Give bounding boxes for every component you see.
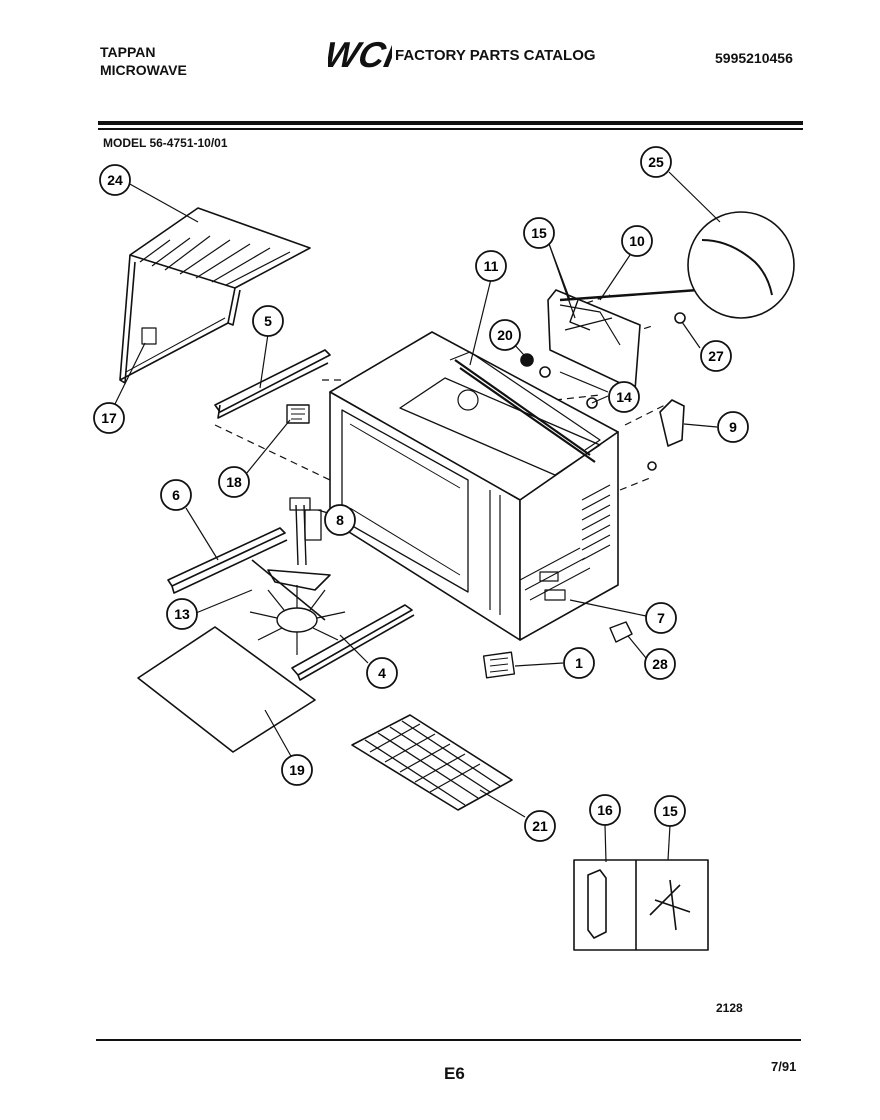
- revision-date: 7/91: [771, 1059, 797, 1074]
- callout-9: 9: [717, 411, 749, 443]
- callout-19: 19: [281, 754, 313, 786]
- stirrer-assembly-part: [251, 497, 331, 621]
- callout-25: 25: [640, 146, 672, 178]
- callout-label: 16: [597, 802, 613, 818]
- footer-rule: [96, 1039, 801, 1041]
- callout-label: 10: [629, 233, 645, 249]
- callout-1: 1: [563, 647, 595, 679]
- header-rule-thick: [98, 121, 803, 125]
- callout-label: 8: [336, 512, 344, 528]
- model-number: MODEL 56-4751-10/01: [103, 136, 228, 150]
- callout-6: 6: [160, 479, 192, 511]
- connector-part: [482, 651, 516, 679]
- clip-detail: [291, 408, 305, 420]
- left-rail-part: [167, 527, 286, 587]
- callout-label: 19: [289, 762, 305, 778]
- callout-10: 10: [621, 225, 653, 257]
- catalog-title: FACTORY PARTS CATALOG: [395, 47, 596, 64]
- wci-logo: WCI: [321, 34, 400, 77]
- logo-letters: WCI: [328, 36, 392, 72]
- clip-part: [286, 404, 310, 424]
- callout-label: 4: [378, 665, 386, 681]
- connector-detail: [489, 657, 509, 673]
- screw-14b-part: [586, 397, 598, 409]
- stirrer-blade-part: [249, 585, 346, 655]
- callout-label: 14: [616, 389, 632, 405]
- header-rule-thin: [98, 128, 803, 130]
- callout-label: 18: [226, 474, 242, 490]
- fastener-part: [609, 621, 633, 643]
- callout-label: 25: [648, 154, 664, 170]
- screw-9-part: [647, 461, 657, 471]
- callout-label: 6: [172, 487, 180, 503]
- callout-20: 20: [489, 319, 521, 351]
- callout-label: 11: [484, 258, 499, 274]
- catalog-number: 5995210456: [715, 50, 793, 66]
- callout-label: 17: [101, 410, 117, 426]
- bracket-part: [659, 399, 685, 447]
- callout-label: 1: [575, 655, 583, 671]
- panel-wire: [559, 288, 699, 302]
- diagram-code: 2128: [716, 1001, 743, 1015]
- callout-17: 17: [93, 402, 125, 434]
- callout-label: 24: [107, 172, 123, 188]
- detail-circle-wire: [701, 239, 773, 296]
- callout-18: 18: [218, 466, 250, 498]
- left-rail-edge: [171, 539, 288, 594]
- leader-lines: [113, 171, 721, 863]
- callout-11: 11: [475, 250, 507, 282]
- product-type: MICROWAVE: [100, 62, 187, 78]
- callout-21: 21: [524, 810, 556, 842]
- callout-14: 14: [608, 381, 640, 413]
- callout-label: 7: [657, 610, 665, 626]
- screw-14a-part: [539, 366, 551, 378]
- detail-circle-part: [687, 211, 795, 319]
- callout-label: 28: [652, 656, 668, 672]
- brand-block: TAPPAN MICROWAVE: [100, 43, 187, 79]
- callout-8: 8: [324, 504, 356, 536]
- callout-7: 7: [645, 602, 677, 634]
- oven-cavity-part: [329, 331, 619, 641]
- floor-plate-part: [137, 626, 316, 753]
- callout-27: 27: [700, 340, 732, 372]
- callout-label: 27: [708, 348, 724, 364]
- callout-4: 4: [366, 657, 398, 689]
- callout-label: 5: [264, 313, 272, 329]
- screw-27-part: [674, 312, 686, 324]
- page-number: E6: [444, 1064, 465, 1083]
- kit-box: [573, 859, 709, 951]
- front-rail-part: [291, 604, 413, 676]
- callout-label: 13: [174, 606, 190, 622]
- screw-20-part: [520, 353, 534, 367]
- callout-label: 9: [729, 419, 737, 435]
- callout-28: 28: [644, 648, 676, 680]
- callout-label: 15: [662, 803, 678, 819]
- control-panel-part: [547, 289, 641, 391]
- wci-logo-icon: WCI: [321, 34, 400, 75]
- callout-5: 5: [252, 305, 284, 337]
- callout-group: 24 17 5 18 6 8 13 19 4 21 11 15 10 25 20…: [93, 146, 749, 842]
- callout-16: 16: [589, 794, 621, 826]
- callout-label: 20: [497, 327, 513, 343]
- grille-part: [351, 714, 513, 811]
- callout-15-box: 15: [654, 795, 686, 827]
- callout-24: 24: [99, 164, 131, 196]
- callout-label: 15: [531, 225, 547, 241]
- callout-label: 21: [532, 818, 548, 834]
- callout-15-top: 15: [523, 217, 555, 249]
- brand-name: TAPPAN: [100, 44, 156, 60]
- top-rail-part: [214, 349, 331, 419]
- front-rail-edge: [297, 614, 415, 681]
- outer-cabinet-part: [119, 207, 311, 384]
- callout-13: 13: [166, 598, 198, 630]
